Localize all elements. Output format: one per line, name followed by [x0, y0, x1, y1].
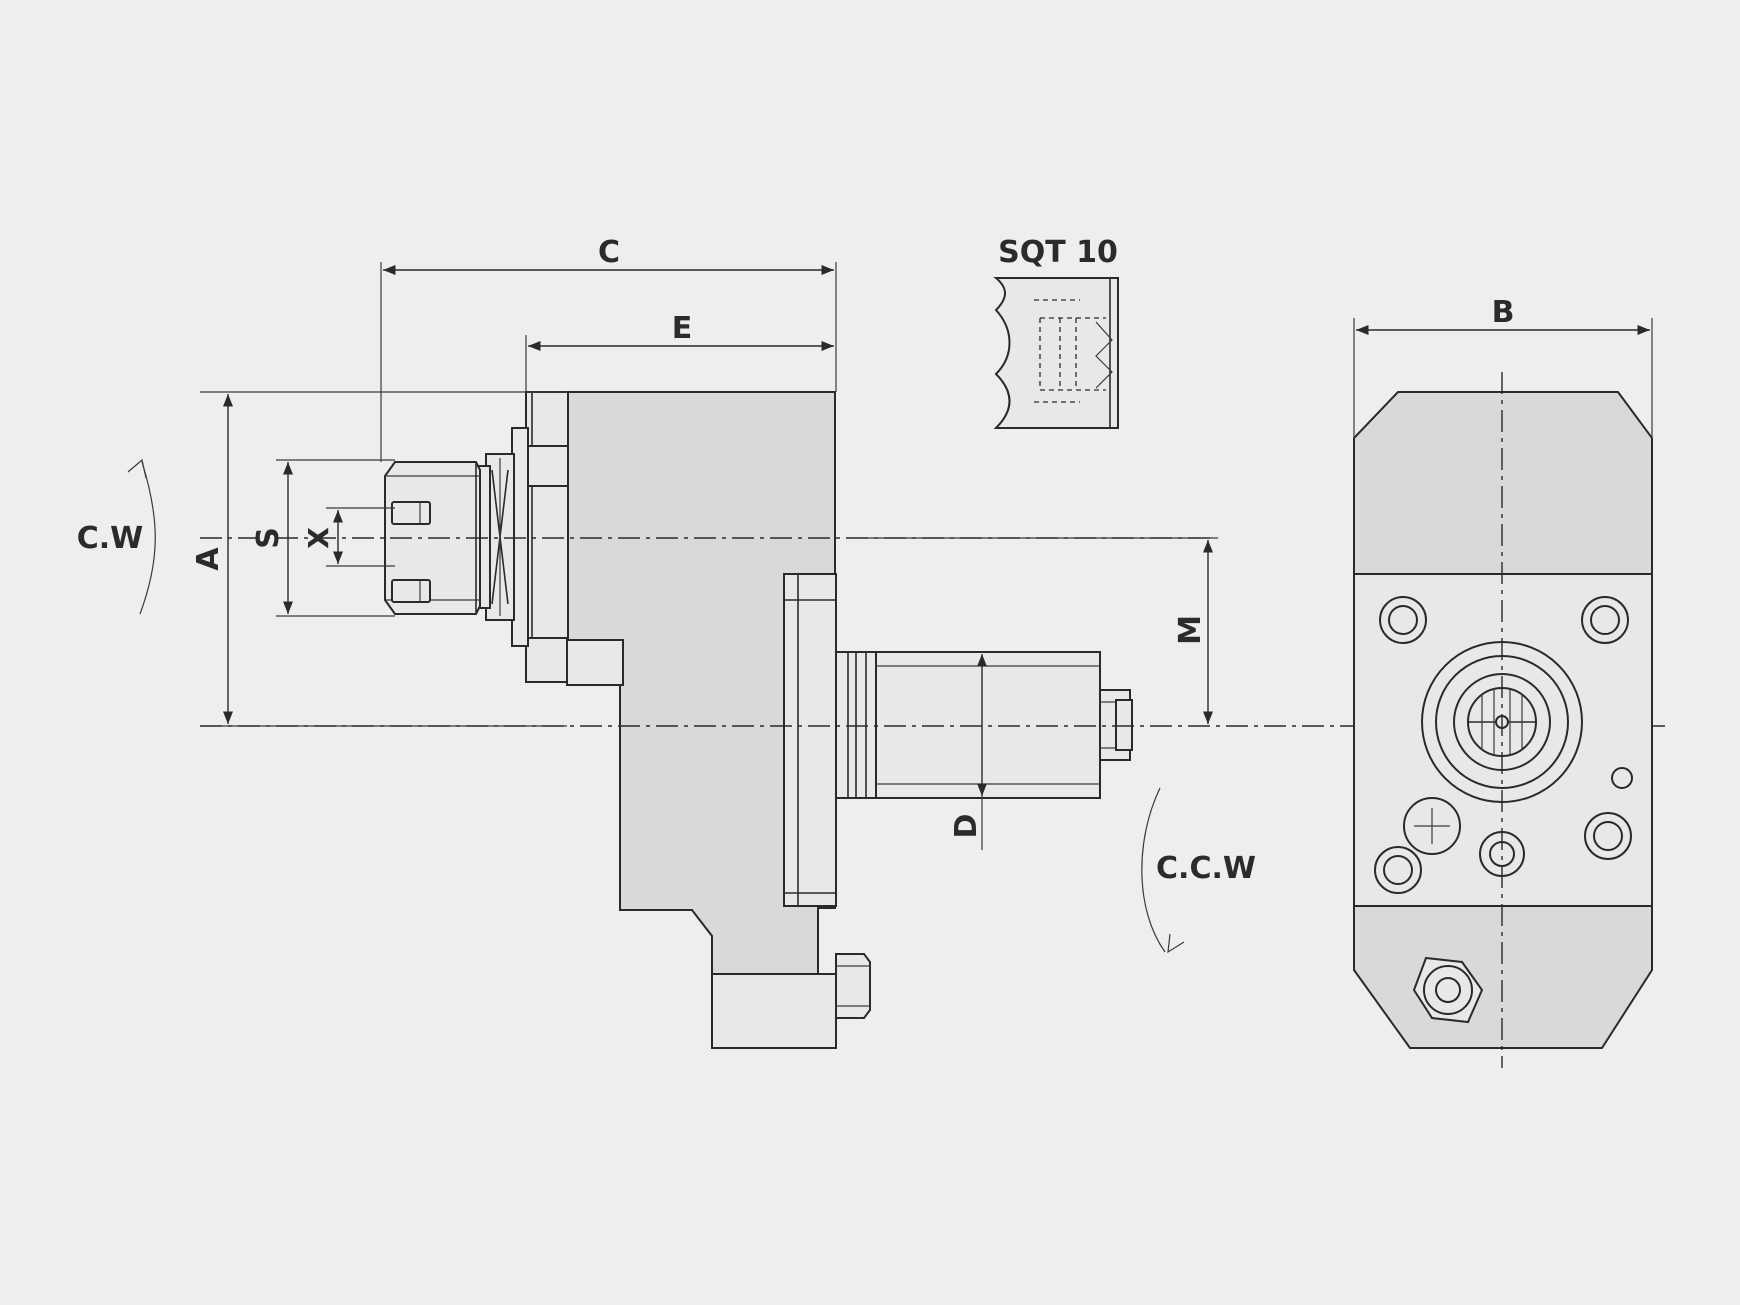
mounting-screw	[1584, 812, 1632, 860]
mounting-screw	[1379, 596, 1427, 644]
label-E: E	[672, 311, 693, 346]
side-view: C E A S X M D C.W C.C.W	[77, 235, 1665, 1049]
front-flange	[525, 391, 569, 683]
drive-shaft	[875, 651, 1101, 799]
end-view: B	[1353, 295, 1653, 1068]
label-ccw: C.C.W	[1156, 851, 1256, 886]
drive-flange	[783, 573, 837, 907]
label-sqt: SQT 10	[998, 235, 1118, 270]
label-B: B	[1492, 295, 1515, 330]
sqt-detail: SQT 10	[993, 235, 1119, 429]
label-cw: C.W	[77, 521, 144, 556]
mounting-screw	[1374, 846, 1422, 894]
mounting-screw	[1581, 596, 1629, 644]
locking-screw	[835, 953, 871, 1019]
label-X: X	[302, 527, 335, 549]
ccw-rotation-arrow	[1141, 787, 1166, 953]
small-hole	[1611, 767, 1633, 789]
label-S: S	[251, 527, 286, 549]
cw-rotation-arrow	[139, 461, 156, 615]
label-C: C	[598, 235, 620, 270]
adjustment-hex-screw	[1412, 956, 1484, 1024]
label-D: D	[949, 814, 984, 839]
label-A: A	[191, 547, 226, 571]
label-M: M	[1173, 615, 1208, 645]
